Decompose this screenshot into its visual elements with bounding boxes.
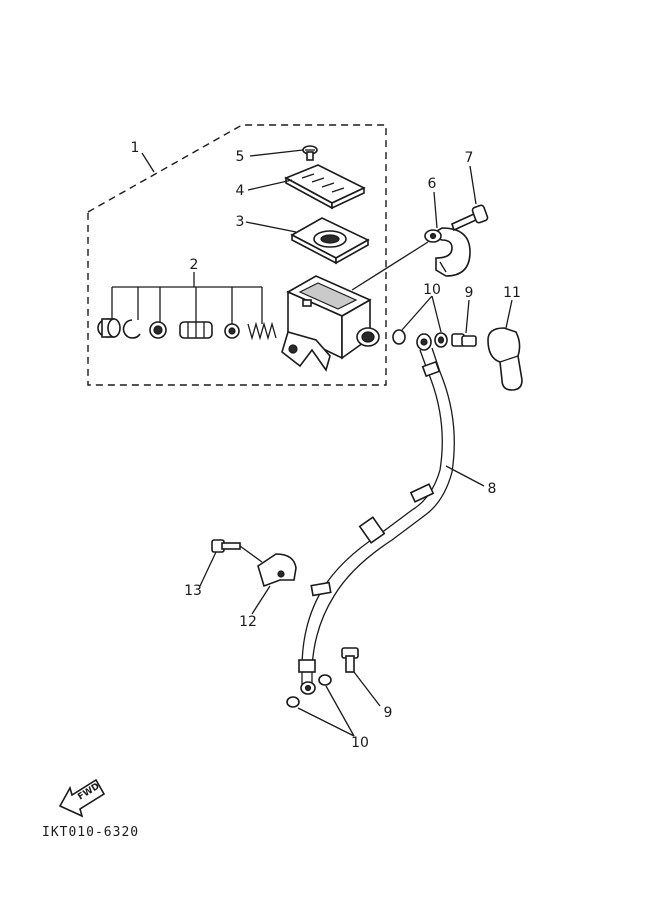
callout-10-lower: 10 (351, 735, 369, 751)
callout-6: 6 (428, 176, 437, 192)
master-cylinder-body (281, 275, 380, 372)
holder-leader-line (351, 241, 429, 291)
fwd-arrow-icon: FWD (58, 778, 106, 818)
assembly-boundary (87, 124, 387, 386)
gaskets-lower (286, 674, 332, 708)
callout-8: 8 (488, 481, 497, 497)
callout-2: 2 (190, 257, 199, 273)
hose-clamp (257, 553, 297, 588)
clamp-bolt (211, 539, 263, 563)
callout-13: 13 (184, 583, 202, 599)
master-cylinder-holder (424, 227, 471, 277)
leader-lines (141, 149, 513, 737)
union-bolt-upper (451, 333, 477, 347)
brake-hose (298, 333, 455, 695)
callout-9-lower: 9 (384, 705, 393, 721)
callout-5: 5 (236, 149, 245, 165)
callout-9-upper: 9 (465, 285, 474, 301)
part-2-bracket (111, 272, 263, 324)
boot-cover (487, 327, 523, 391)
callout-4: 4 (236, 183, 245, 199)
piston-kit (97, 318, 277, 341)
gaskets-upper (392, 329, 448, 348)
diagram-code: IKT010-6320 (42, 825, 139, 840)
diaphragm (290, 217, 370, 265)
reservoir-cap (284, 164, 366, 210)
callout-10-upper: 10 (423, 282, 441, 298)
callout-12: 12 (239, 614, 257, 630)
cap-screw (302, 145, 318, 161)
callout-7: 7 (465, 150, 474, 166)
holder-bolt (451, 204, 489, 232)
callout-1: 1 (131, 140, 140, 156)
callout-3: 3 (236, 214, 245, 230)
union-bolt-lower (341, 647, 359, 673)
callout-11: 11 (503, 285, 521, 301)
